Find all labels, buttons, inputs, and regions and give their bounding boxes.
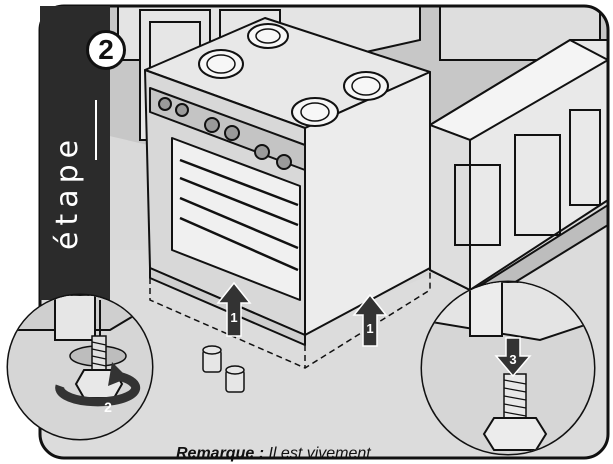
right-cabinet — [427, 38, 608, 312]
lift-arrow-left-label: 1 — [230, 310, 237, 325]
zoom-detail-right: 3 — [420, 280, 596, 456]
loose-feet — [202, 345, 245, 393]
press-arrow: 3 — [494, 337, 532, 378]
lift-arrow-right: 1 — [352, 293, 388, 347]
step-number: 2 — [98, 34, 114, 65]
press-arrow-label: 3 — [509, 352, 516, 367]
rotate-arrow-label: 2 — [104, 399, 112, 415]
lift-arrow-right-label: 1 — [366, 321, 373, 336]
leveling-footprint — [149, 268, 431, 369]
note-label: Remarque : — [176, 445, 265, 462]
rotate-arrow: 2 — [55, 362, 141, 415]
step-number-badge: 2 — [86, 30, 126, 70]
step-band — [40, 6, 110, 300]
lift-arrow-left: 1 — [216, 281, 252, 337]
note-text: Il est vivement — [268, 445, 371, 462]
zoom-detail-left: 2 — [6, 293, 154, 441]
step-word: étape — [50, 133, 85, 250]
note-caption: Remarque : Il est vivement — [176, 444, 476, 464]
